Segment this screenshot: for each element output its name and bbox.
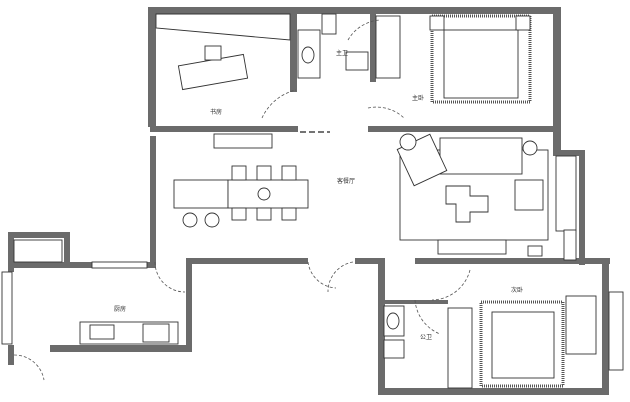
doors <box>13 19 471 381</box>
label-study: 书房 <box>210 108 222 116</box>
walls <box>8 7 610 395</box>
label-second-bedroom: 次卧 <box>511 286 523 294</box>
windows <box>1 155 624 371</box>
label-master-bedroom: 主卧 <box>412 94 424 102</box>
room-labels: 书房 主卫 主卧 客餐厅 厨房 次卧 公卫 <box>114 49 523 341</box>
label-kitchen: 厨房 <box>114 305 126 313</box>
furniture <box>79 13 597 389</box>
label-master-bath: 主卫 <box>336 49 348 57</box>
label-living-dining: 客餐厅 <box>337 177 355 185</box>
label-public-bath: 公卫 <box>420 334 432 341</box>
